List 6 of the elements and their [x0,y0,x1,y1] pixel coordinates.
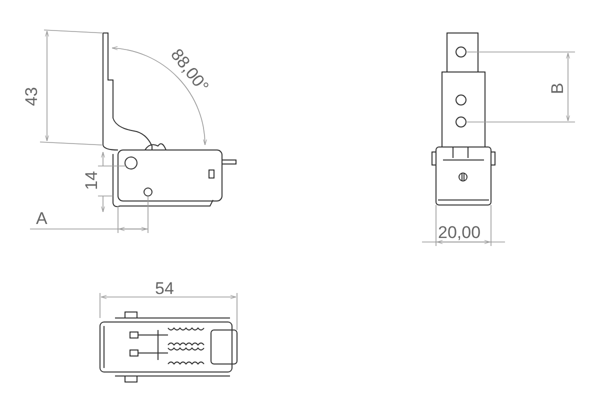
dimension-label: 43 [22,87,40,106]
dimension-label: 54 [155,280,174,297]
dimension-label: 20,00 [438,224,481,241]
dimension-label: B [549,82,566,94]
dimension-label: A [36,210,48,227]
dimension-label: 14 [82,171,100,190]
